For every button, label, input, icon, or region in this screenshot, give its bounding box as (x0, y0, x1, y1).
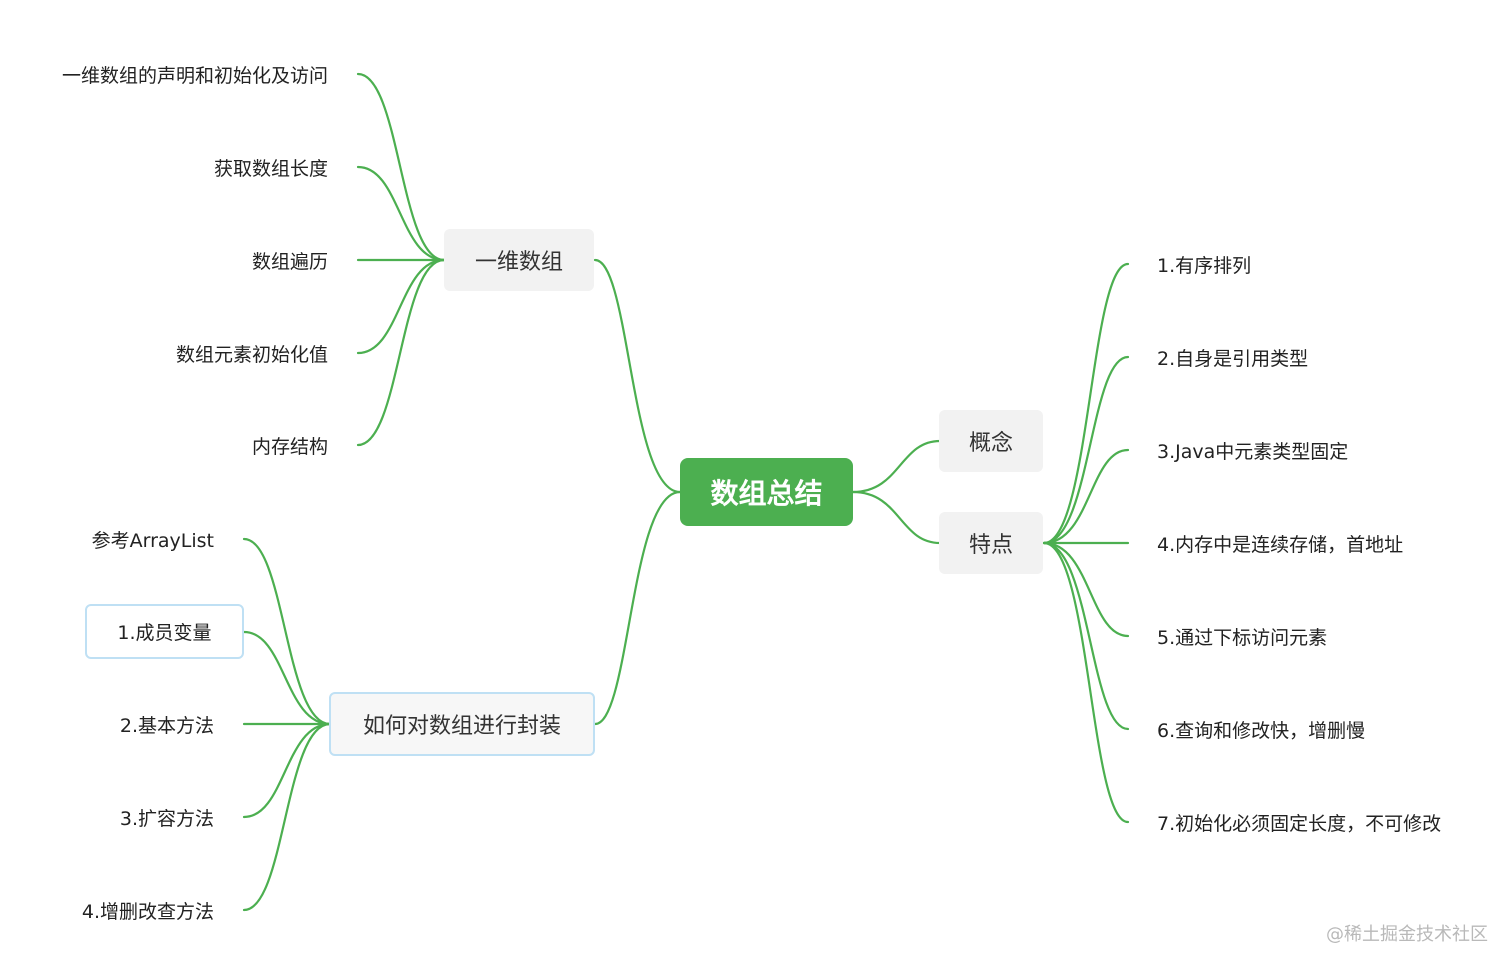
connector-1d-leaf-0 (356, 72, 446, 262)
branch-node-one-dimensional-array[interactable]: 一维数组 (444, 229, 594, 291)
leaf-node[interactable]: 5.通过下标访问元素 (1157, 626, 1328, 649)
connector-feature-leaf-0 (1042, 262, 1130, 545)
connector-wrap-leaf-1 (242, 630, 332, 726)
leaf-node[interactable]: 6.查询和修改快，增删慢 (1157, 719, 1366, 742)
leaf-node[interactable]: 7.初始化必须固定长度，不可修改 (1157, 812, 1442, 835)
leaf-node[interactable]: 获取数组长度 (213, 157, 328, 180)
connector-1d-leaf-1 (356, 165, 446, 262)
connector-1d-leaf-3 (356, 258, 446, 355)
branch-node-features[interactable]: 特点 (939, 512, 1043, 574)
leaf-node[interactable]: 数组遍历 (251, 250, 328, 273)
leaf-node[interactable]: 4.内存中是连续存储，首地址 (1157, 533, 1404, 556)
leaf-node[interactable]: 3.扩容方法 (119, 807, 214, 830)
leaf-node-selected[interactable]: 1.成员变量 (85, 604, 244, 659)
connector-feature-leaf-5 (1042, 541, 1130, 731)
watermark: @稀土掘金技术社区 (1326, 924, 1488, 945)
branch-node-array-encapsulation[interactable]: 如何对数组进行封装 (329, 692, 595, 756)
connector-root-concept (851, 439, 942, 494)
connector-feature-leaf-2 (1042, 448, 1130, 545)
leaf-node[interactable]: 数组元素初始化值 (175, 343, 328, 366)
leaf-node[interactable]: 1.有序排列 (1157, 254, 1252, 277)
connector-root-1d (593, 258, 682, 494)
leaf-node[interactable]: 内存结构 (251, 435, 328, 458)
connector-root-feature (851, 490, 942, 545)
connector-feature-leaf-4 (1042, 541, 1130, 638)
connector-root-wrap (593, 490, 682, 726)
leaf-node[interactable]: 2.自身是引用类型 (1157, 347, 1309, 370)
root-node[interactable]: 数组总结 (680, 458, 853, 526)
connector-wrap-leaf-4 (242, 722, 332, 912)
connector-wrap-leaf-3 (242, 722, 332, 819)
leaf-node[interactable]: 4.增删改查方法 (81, 900, 214, 923)
connector-1d-leaf-4 (356, 258, 446, 447)
connector-wrap-leaf-0 (242, 537, 332, 726)
leaf-node[interactable]: 3.Java中元素类型固定 (1157, 440, 1349, 463)
connector-feature-leaf-1 (1042, 355, 1130, 545)
leaf-node[interactable]: 一维数组的声明和初始化及访问 (61, 64, 328, 87)
leaf-node[interactable]: 参考ArrayList (91, 529, 214, 552)
connector-feature-leaf-6 (1042, 541, 1130, 824)
branch-node-concept[interactable]: 概念 (939, 410, 1043, 472)
leaf-node[interactable]: 2.基本方法 (119, 714, 214, 737)
